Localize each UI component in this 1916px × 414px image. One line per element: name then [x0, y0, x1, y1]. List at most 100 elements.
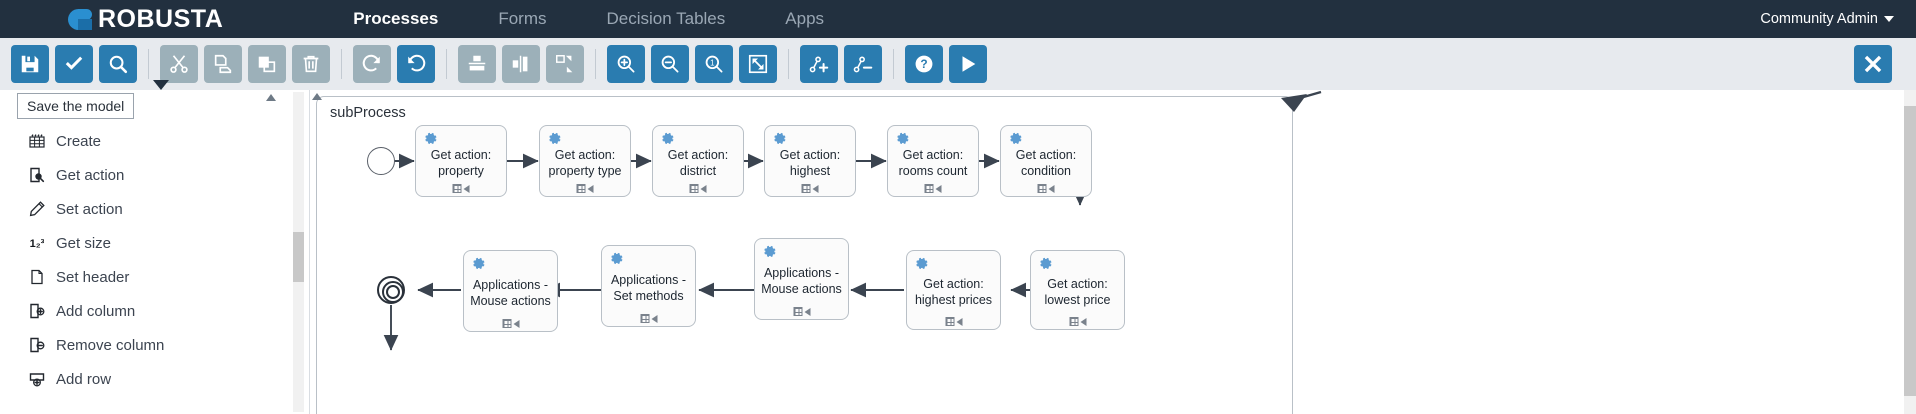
service-task-gear-icon [660, 131, 675, 146]
paste-button[interactable] [248, 45, 286, 83]
nav-item-forms[interactable]: Forms [498, 9, 547, 28]
task-label: Get action:highest prices [914, 277, 993, 307]
task-label: Get action:district [667, 148, 729, 178]
remove-bendpoint-button[interactable] [844, 45, 882, 83]
shape-palette: Create Get action Set action [0, 90, 310, 414]
toolbar-separator [148, 49, 149, 79]
toolbar-separator [595, 49, 596, 79]
editor-toolbar: 1 ? [0, 38, 1916, 90]
undo-button[interactable] [397, 45, 435, 83]
svg-text:?: ? [920, 57, 927, 71]
save-floppy-icon [21, 55, 39, 73]
task-node[interactable]: Applications -Mouse actions [463, 250, 558, 332]
task-node[interactable]: Get action:property [415, 125, 507, 197]
magnifier-icon [109, 55, 128, 74]
palette-item-add-row[interactable]: Add row [0, 362, 309, 396]
canvas-scrollbar[interactable] [1904, 90, 1916, 414]
service-task-gear-icon [772, 131, 787, 146]
close-editor-button[interactable] [1854, 45, 1892, 83]
task-label: Get action:property type [548, 148, 622, 178]
brand-logo[interactable]: ROBUSTA [68, 5, 223, 34]
save-tooltip: Save the model [17, 93, 135, 119]
numbers-123-icon: 1₂³ [28, 234, 46, 252]
zoom-fit-button[interactable] [739, 45, 777, 83]
start-event[interactable] [367, 147, 395, 175]
user-menu[interactable]: Community Admin [1760, 11, 1894, 27]
service-task-gear-icon [1008, 131, 1023, 146]
palette-item-add-column[interactable]: Add column [0, 294, 309, 328]
add-node-icon [809, 56, 829, 73]
zoom-in-button[interactable] [607, 45, 645, 83]
robusta-logo-icon [68, 8, 92, 30]
palette-item-set-header[interactable]: Set header [0, 260, 309, 294]
paste-icon [258, 56, 276, 73]
check-icon [65, 56, 83, 70]
tooltip-arrow-icon [153, 80, 169, 90]
palette-item-get-action[interactable]: Get action [0, 158, 309, 192]
palette-scrollbar[interactable] [293, 92, 304, 412]
canvas-scroll-thumb[interactable] [1904, 106, 1916, 396]
palette-scroll-up-icon[interactable] [266, 94, 276, 101]
close-x-icon [1864, 55, 1882, 73]
pencil-icon [28, 200, 46, 218]
same-size-button[interactable] [546, 45, 584, 83]
palette-item-set-action[interactable]: Set action [0, 192, 309, 226]
task-label: Get action:lowest price [1044, 277, 1111, 307]
task-label: Get action:property [430, 148, 492, 178]
zoom-actual-button[interactable]: 1 [695, 45, 733, 83]
nav-item-decision-tables[interactable]: Decision Tables [606, 9, 726, 28]
add-bendpoint-button[interactable] [800, 45, 838, 83]
task-markers [689, 184, 707, 193]
task-markers [502, 319, 519, 328]
search-button[interactable] [99, 45, 137, 83]
zoom-fit-screen-icon [748, 54, 768, 74]
document-icon [28, 268, 46, 286]
align-horizontal-button[interactable] [458, 45, 496, 83]
user-menu-label: Community Admin [1760, 11, 1878, 27]
task-node[interactable]: Get action:highest [764, 125, 856, 197]
run-button[interactable] [949, 45, 987, 83]
zoom-actual-size-icon: 1 [705, 55, 723, 73]
nav-item-processes[interactable]: Processes [353, 9, 439, 28]
add-column-icon [28, 302, 46, 320]
toolbar-separator [341, 49, 342, 79]
bpmn-canvas[interactable]: subProcess [311, 90, 1916, 414]
palette-scroll-thumb[interactable] [293, 232, 304, 282]
palette-item-get-size[interactable]: 1₂³ Get size [0, 226, 309, 260]
cut-button[interactable] [160, 45, 198, 83]
trash-icon [303, 55, 319, 73]
remove-column-icon [28, 336, 46, 354]
task-markers [945, 317, 962, 326]
task-node[interactable]: Get action:lowest price [1030, 250, 1125, 330]
task-node[interactable]: Get action:highest prices [906, 250, 1001, 330]
end-event[interactable] [377, 276, 405, 304]
task-node[interactable]: Get action:property type [539, 125, 631, 197]
task-node[interactable]: Get action:condition [1000, 125, 1092, 197]
service-task-gear-icon [609, 251, 624, 266]
nav-item-apps[interactable]: Apps [785, 9, 825, 28]
task-node[interactable]: Get action:district [652, 125, 744, 197]
task-markers [576, 184, 594, 193]
task-node[interactable]: Applications -Mouse actions [754, 238, 849, 320]
task-node[interactable]: Get action:rooms count [887, 125, 979, 197]
palette-item-create[interactable]: Create [0, 124, 309, 158]
palette-item-label: Add row [56, 370, 112, 388]
zoom-out-button[interactable] [651, 45, 689, 83]
help-button[interactable]: ? [905, 45, 943, 83]
redo-button[interactable] [353, 45, 391, 83]
task-node[interactable]: Applications -Set methods [601, 245, 696, 327]
task-markers [1069, 317, 1086, 326]
task-label: Get action:highest [779, 148, 841, 178]
delete-button[interactable] [292, 45, 330, 83]
zoom-in-icon [617, 55, 635, 73]
palette-item-remove-column[interactable]: Remove column [0, 328, 309, 362]
chevron-down-icon [1884, 16, 1894, 22]
align-horizontal-icon [468, 55, 486, 71]
copy-button[interactable] [204, 45, 242, 83]
canvas-scroll-up-icon[interactable] [312, 93, 322, 100]
task-markers [801, 184, 819, 193]
align-vertical-button[interactable] [502, 45, 540, 83]
create-table-icon [28, 132, 46, 150]
save-button[interactable] [11, 45, 49, 83]
validate-button[interactable] [55, 45, 93, 83]
